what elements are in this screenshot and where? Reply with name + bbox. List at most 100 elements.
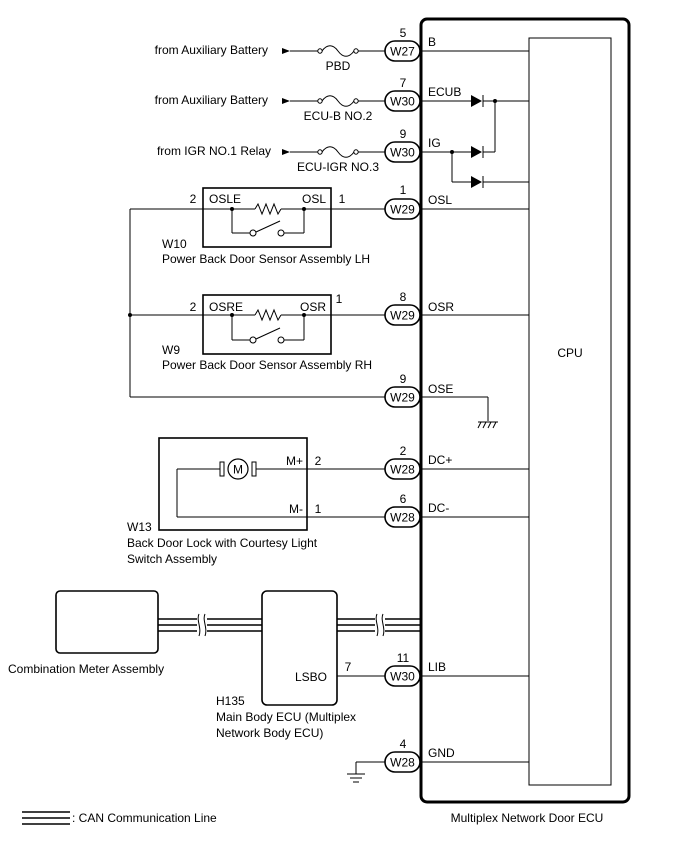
circuit-dcm: 6 W28 DC- bbox=[384, 492, 529, 528]
combination-meter-box bbox=[55, 590, 159, 654]
door-lock-name-line2: Switch Assembly bbox=[127, 552, 217, 566]
sensor-rh-box bbox=[202, 294, 332, 355]
door-lock-code: W13 bbox=[127, 520, 152, 534]
door-lock-term-minus: M- bbox=[289, 502, 303, 516]
motor-icon bbox=[227, 458, 249, 480]
switch-icon bbox=[255, 327, 281, 340]
terminal-b: B bbox=[428, 35, 436, 49]
door-lock-pin-minus: 1 bbox=[315, 502, 322, 516]
legend-can-label: : CAN Communication Line bbox=[72, 811, 217, 825]
main-body-ecu-pin: 7 bbox=[345, 660, 352, 674]
pin-number: 9 bbox=[400, 372, 407, 386]
door-ecu-title: Multiplex Network Door ECU bbox=[451, 811, 604, 825]
door-lock-pin-plus: 2 bbox=[315, 454, 322, 468]
fuse-icon bbox=[321, 95, 355, 107]
break-icon bbox=[375, 613, 379, 637]
sensor-lh: OSLE OSL 2 1 W10 Power Back Door Sensor … bbox=[130, 187, 385, 266]
connector-id: W30 bbox=[390, 146, 415, 160]
sensor-lh-term-left: OSLE bbox=[209, 192, 241, 206]
sensor-rh-pin-right: 1 bbox=[336, 292, 343, 306]
terminal-dcp: DC+ bbox=[428, 453, 452, 467]
combination-meter-label: Combination Meter Assembly bbox=[8, 662, 164, 676]
arrow-icon bbox=[282, 98, 290, 104]
pin-number: 2 bbox=[400, 444, 407, 458]
sensor-rh-name: Power Back Door Sensor Assembly RH bbox=[162, 358, 372, 372]
connector-id: W27 bbox=[390, 45, 415, 59]
fuse-icon bbox=[321, 45, 355, 57]
legend: : CAN Communication Line bbox=[22, 811, 217, 825]
sensor-rh-term-left: OSRE bbox=[209, 300, 243, 314]
pin-number: 5 bbox=[400, 26, 407, 40]
resistor-icon bbox=[254, 308, 282, 322]
cpu-label: CPU bbox=[557, 346, 582, 360]
sensor-rh-term-right: OSR bbox=[300, 300, 326, 314]
source-aux-battery-1: from Auxiliary Battery bbox=[155, 43, 268, 57]
sensor-lh-code: W10 bbox=[162, 237, 187, 251]
sensor-lh-term-right: OSL bbox=[302, 192, 326, 206]
break-icon bbox=[197, 613, 201, 637]
terminal-gnd: GND bbox=[428, 746, 455, 760]
sensor-lh-box bbox=[202, 187, 332, 248]
break-icon bbox=[381, 613, 385, 637]
door-lock-name-line1: Back Door Lock with Courtesy Light bbox=[127, 536, 318, 550]
door-ecu-box bbox=[419, 17, 631, 804]
terminal-osr: OSR bbox=[428, 300, 454, 314]
sensor-rh-code: W9 bbox=[162, 343, 180, 357]
can-bus bbox=[158, 613, 421, 637]
connector-id: W29 bbox=[390, 391, 415, 405]
resistor-icon bbox=[254, 202, 282, 216]
source-igr-relay: from IGR NO.1 Relay bbox=[157, 144, 271, 158]
chassis-ground-icon bbox=[477, 421, 498, 429]
terminal-ig: IG bbox=[428, 136, 441, 150]
arrow-icon bbox=[282, 48, 290, 54]
circuit-b: from Auxiliary Battery PBD 5 W27 B bbox=[155, 26, 529, 73]
diode-icon bbox=[471, 146, 482, 158]
circuit-ecub: from Auxiliary Battery ECU-B NO.2 7 W30 … bbox=[155, 76, 529, 152]
switch-icon bbox=[255, 220, 281, 233]
terminal-ecub: ECUB bbox=[428, 85, 461, 99]
terminal-osl: OSL bbox=[428, 193, 452, 207]
connector-id: W30 bbox=[390, 95, 415, 109]
diode-icon bbox=[471, 95, 482, 107]
pin-number: 4 bbox=[400, 737, 407, 751]
pin-number: 7 bbox=[400, 76, 407, 90]
diode-icon bbox=[471, 176, 482, 188]
pin-number: 6 bbox=[400, 492, 407, 506]
fuse-ecub-label: ECU-B NO.2 bbox=[304, 109, 373, 123]
main-body-ecu-code: H135 bbox=[216, 694, 245, 708]
pin-number: 9 bbox=[400, 127, 407, 141]
connector-id: W29 bbox=[390, 203, 415, 217]
break-icon bbox=[203, 613, 207, 637]
pin-number: 8 bbox=[400, 290, 407, 304]
connector-id: W28 bbox=[390, 756, 415, 770]
main-body-ecu-name-line1: Main Body ECU (Multiplex bbox=[216, 710, 356, 724]
terminal-lib: LIB bbox=[428, 660, 446, 674]
sensor-lh-pin-right: 1 bbox=[339, 192, 346, 206]
main-body-ecu: LSBO 7 H135 Main Body ECU (Multiplex Net… bbox=[216, 590, 385, 740]
circuit-ig: from IGR NO.1 Relay ECU-IGR NO.3 9 W30 I… bbox=[157, 127, 529, 188]
sensor-rh-pin-left: 2 bbox=[190, 300, 197, 314]
arrow-icon bbox=[282, 149, 290, 155]
motor-symbol: M bbox=[233, 463, 243, 477]
circuit-ose: 9 W29 OSE bbox=[128, 209, 498, 429]
connector-id: W29 bbox=[390, 309, 415, 323]
source-aux-battery-2: from Auxiliary Battery bbox=[155, 93, 268, 107]
fuse-igr-label: ECU-IGR NO.3 bbox=[297, 160, 379, 174]
pin-number: 1 bbox=[400, 183, 407, 197]
main-body-ecu-terminal: LSBO bbox=[295, 670, 327, 684]
fuse-pbd-label: PBD bbox=[326, 59, 351, 73]
circuit-gnd: 4 W28 GND bbox=[347, 737, 529, 783]
door-lock: M M+ M- 2 1 W13 Back Door Lock with Cour… bbox=[127, 437, 385, 566]
door-lock-term-plus: M+ bbox=[286, 454, 303, 468]
door-lock-box bbox=[158, 437, 308, 531]
circuit-osr: 8 W29 OSR bbox=[384, 290, 529, 326]
main-body-ecu-name-line2: Network Body ECU) bbox=[216, 726, 323, 740]
sensor-lh-pin-left: 2 bbox=[190, 192, 197, 206]
connector-id: W28 bbox=[390, 463, 415, 477]
cpu-box bbox=[528, 37, 612, 786]
sensor-lh-name: Power Back Door Sensor Assembly LH bbox=[162, 252, 370, 266]
circuit-lib: 11 W30 LIB bbox=[384, 651, 529, 687]
terminal-dcm: DC- bbox=[428, 501, 449, 515]
fuse-icon bbox=[321, 146, 355, 158]
